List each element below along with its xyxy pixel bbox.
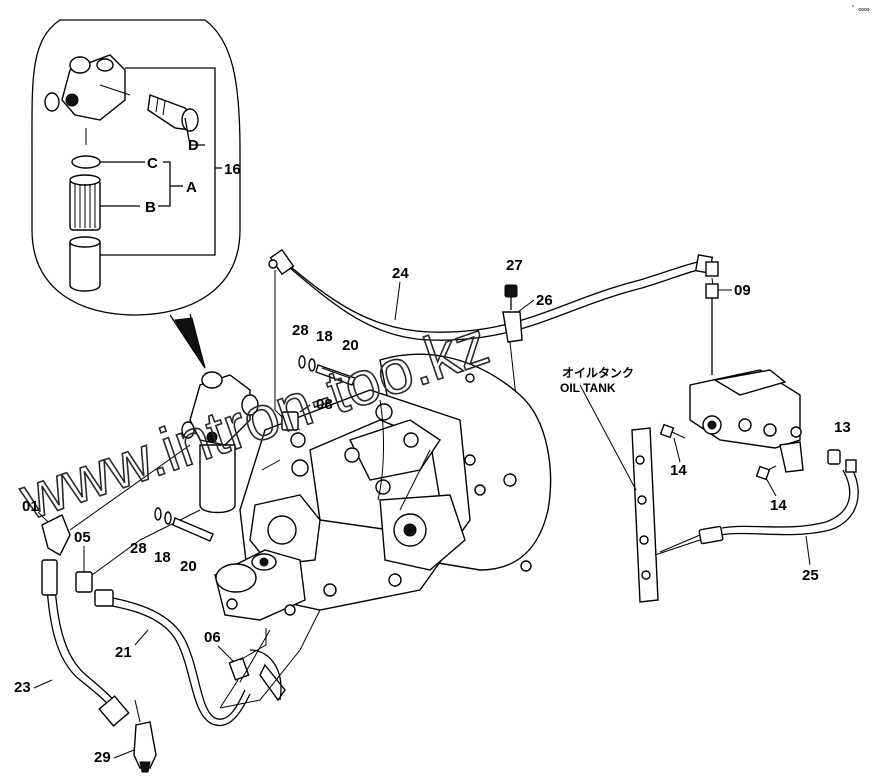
callout-21: 21 [115,644,132,661]
callout-08: 08 [316,396,333,413]
callout-29: 29 [94,749,111,766]
callout-18-upper: 18 [316,328,333,345]
corner-mark: ﾟ ∞∞ [852,5,870,14]
filter-element-detail [69,174,101,231]
main-pump-assembly [214,389,486,621]
bolt-14-lower [755,465,777,481]
pilot-filter-assembly [181,371,259,514]
callout-14-lower: 14 [770,497,787,514]
fitting-05 [75,571,93,593]
callout-14-upper: 14 [670,462,687,479]
filter-head-detail [44,54,131,121]
callout-09: 09 [734,282,751,299]
callout-28-lower: 28 [130,540,147,557]
callout-D: D [188,137,199,154]
callout-27: 27 [506,257,523,274]
valve-manifold [689,369,804,473]
callout-B: B [145,199,156,216]
callout-16: 16 [224,161,241,178]
bolt-set-lower [154,507,214,542]
callout-05: 05 [74,529,91,546]
fitting-08 [281,404,311,431]
bolt-set-upper [298,355,356,386]
callout-28-upper: 28 [292,322,309,339]
callout-13: 13 [834,419,851,436]
fitting-06 [228,649,286,702]
callout-20-lower: 20 [180,558,197,575]
callout-23: 23 [14,679,31,696]
fitting-09 [705,283,719,375]
callout-01: 01 [22,498,39,515]
callout-A: A [186,179,197,196]
bolt-14-upper [659,423,686,439]
callout-25: 25 [802,567,819,584]
hose-21 [94,589,251,727]
hose-24 [268,248,719,341]
callout-C: C [147,155,158,172]
callout-24: 24 [392,265,409,282]
callout-20-upper: 20 [342,337,359,354]
filter-plug-detail [147,94,199,132]
callout-06: 06 [204,629,221,646]
filter-detail-inset [31,19,241,369]
hose-23 [41,559,130,727]
elbow-01 [41,514,71,556]
o-ring-detail [71,155,101,169]
switch-29 [133,721,157,773]
callout-26: 26 [536,292,553,309]
oil-tank-label-jp: オイルタンク [562,366,634,380]
filter-case-detail [69,236,101,292]
oil-tank-bracket [631,427,659,603]
bolt-27 [504,284,518,310]
callout-18-lower: 18 [154,549,171,566]
fitting-13 [827,449,841,465]
hose-25 [698,459,859,545]
oil-tank-label-en: OIL TANK [560,381,616,395]
